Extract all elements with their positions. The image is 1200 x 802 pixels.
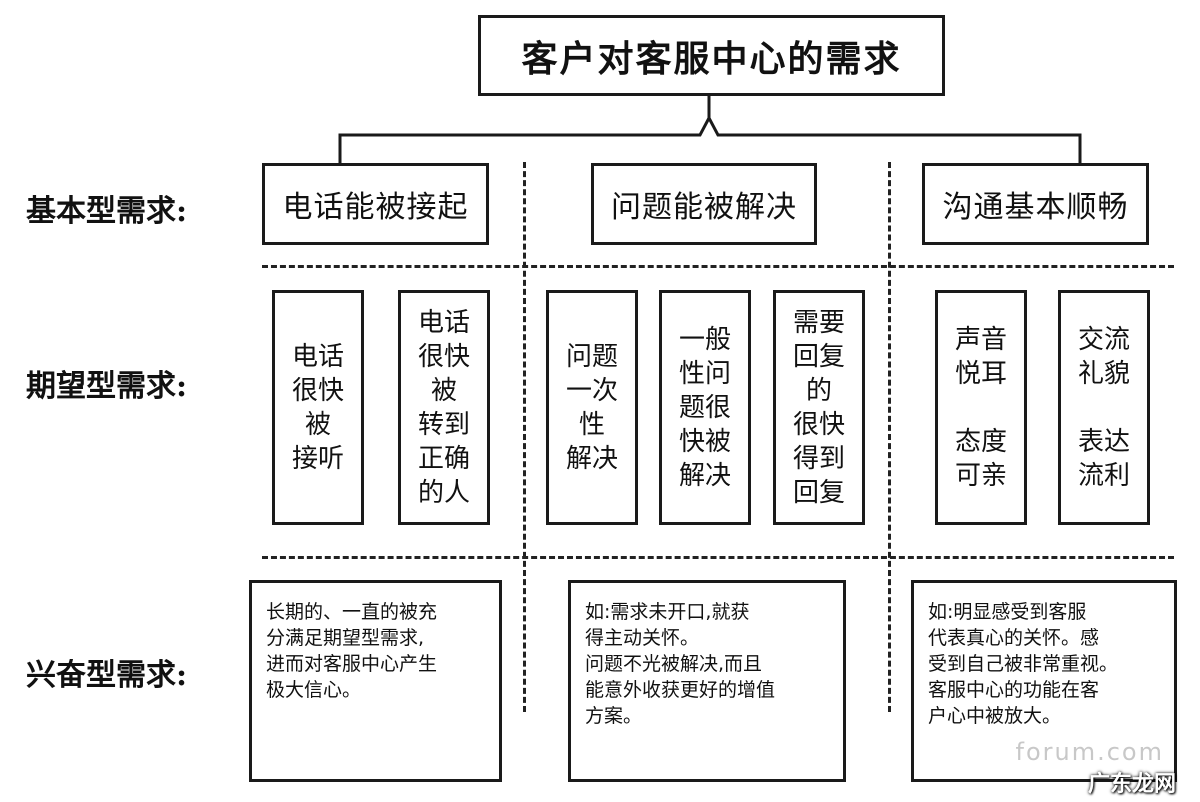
row-label-excitement: 兴奋型需求: xyxy=(26,658,188,693)
basic-need-smooth-communication: 沟通基本顺畅 xyxy=(922,163,1149,245)
excitement-need-confidence: 长期的、一直的被充 分满足期望型需求, 进而对客服中心产生 极大信心。 xyxy=(249,580,502,782)
excitement-need-proactive-care: 如:需求未开口,就获 得主动关怀。 问题不光被解决,而且 能意外收获更好的增值 … xyxy=(568,580,846,782)
diagram-title: 客户对客服中心的需求 xyxy=(478,15,945,96)
expected-need-pleasant-attitude: 声音 悦耳 态度 可亲 xyxy=(935,290,1027,525)
row-divider-1 xyxy=(262,265,1174,268)
expected-need-first-call-resolution: 问题 一次 性 解决 xyxy=(546,290,638,525)
expected-need-quick-answer: 电话 很快 被 接听 xyxy=(272,290,364,525)
expected-need-quick-general-resolution: 一般 性问 题很 快被 解决 xyxy=(659,290,751,525)
row-label-basic: 基本型需求: xyxy=(26,194,188,229)
row-divider-2 xyxy=(262,556,1174,559)
watermark-faint: forum.com xyxy=(1015,738,1164,766)
row-label-expected: 期望型需求: xyxy=(26,369,188,404)
column-divider-2 xyxy=(888,162,891,712)
expected-need-quick-transfer: 电话 很快 被 转到 正确 的人 xyxy=(398,290,490,525)
column-divider-1 xyxy=(523,162,526,712)
expected-need-polite-fluent: 交流 礼貌 表达 流利 xyxy=(1058,290,1150,525)
watermark-logo: 广东龙网 xyxy=(1087,772,1176,797)
expected-need-quick-reply: 需要 回复 的 很快 得到 回复 xyxy=(773,290,865,525)
basic-need-phone-answered: 电话能被接起 xyxy=(262,163,489,245)
excitement-need-sincere-care: 如:明显感受到客服 代表真心的关怀。感 受到自己被非常重视。 客服中心的功能在客… xyxy=(911,580,1177,782)
basic-need-problem-solved: 问题能被解决 xyxy=(591,163,817,245)
